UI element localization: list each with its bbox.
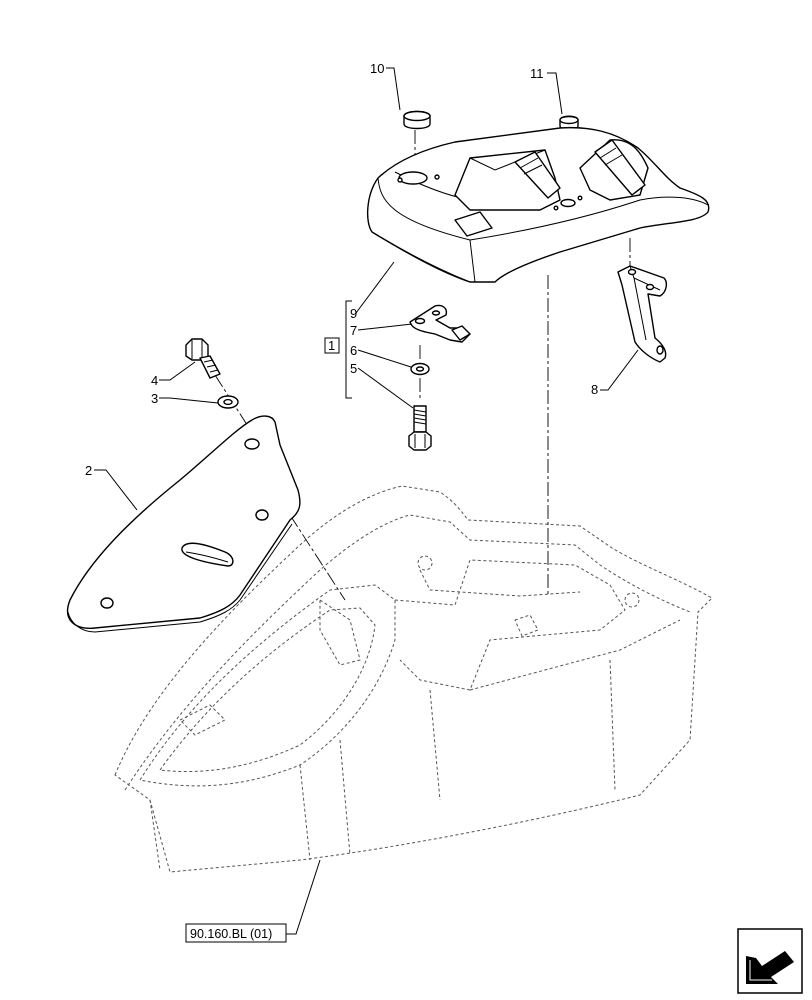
plate-part-2 xyxy=(67,415,301,633)
kit-box xyxy=(324,337,340,354)
callout-7: 7 xyxy=(350,323,357,338)
callout-3: 3 xyxy=(151,391,158,406)
callout-labels: 10 11 9 7 6 5 1 4 3 2 8 xyxy=(85,61,598,478)
plug-part-10 xyxy=(403,110,431,130)
bolt-part-4 xyxy=(185,338,221,379)
bracket-part-8 xyxy=(617,265,668,363)
console-housing-phantom xyxy=(114,485,713,873)
reference-label[interactable]: 90.160.BL (01) xyxy=(190,927,272,941)
washer-part-3 xyxy=(217,395,239,409)
washer-part-6 xyxy=(410,362,430,376)
callout-6: 6 xyxy=(350,343,357,358)
callout-10: 10 xyxy=(370,61,384,76)
callout-5: 5 xyxy=(350,361,357,376)
callout-2: 2 xyxy=(85,463,92,478)
callout-9: 9 xyxy=(350,306,357,321)
reference-link[interactable]: 90.160.BL (01) xyxy=(185,923,287,943)
callout-4: 4 xyxy=(151,373,158,388)
callout-11: 11 xyxy=(530,66,544,81)
callout-8: 8 xyxy=(591,382,598,397)
leader-lines xyxy=(94,67,639,935)
arrow-icon[interactable] xyxy=(737,928,803,994)
nut-plate-part-7 xyxy=(409,304,471,343)
callout-1: 1 xyxy=(328,338,335,353)
plug-part-11 xyxy=(559,115,579,131)
bolt-part-5 xyxy=(408,405,432,451)
console-cover-part-9 xyxy=(366,126,710,283)
